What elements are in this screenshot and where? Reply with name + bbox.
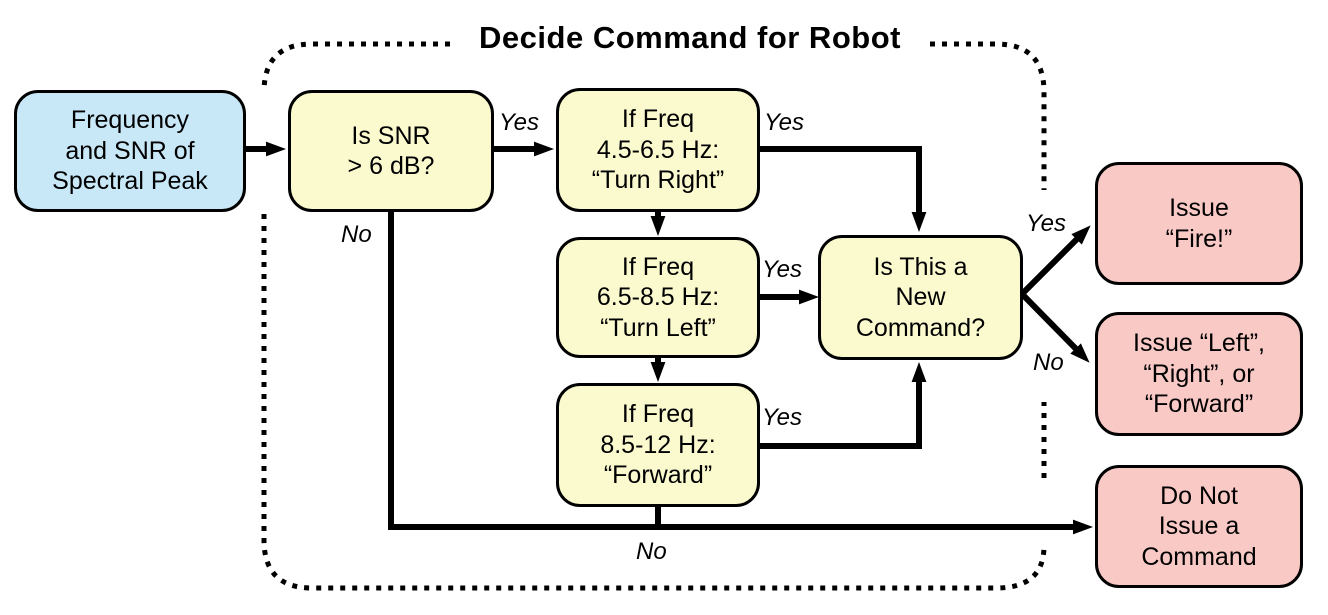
node-do-not-issue: Do Not Issue a Command	[1095, 465, 1303, 588]
dashed-border-top-left	[261, 41, 450, 93]
label-forward-yes: Yes	[762, 404, 803, 431]
node-forward: If Freq 8.5-12 Hz: “Forward”	[556, 383, 760, 507]
arrow-turn-right-yes-to-new-command	[759, 146, 927, 232]
label-bottom-no: No	[636, 538, 667, 565]
diagram-title: Decide Command for Robot	[479, 20, 901, 55]
node-snr-check: Is SNR > 6 dB?	[288, 90, 494, 212]
node-turn-right: If Freq 4.5-6.5 Hz: “Turn Right”	[556, 88, 760, 212]
arrow-new-command-no-to-direction	[1019, 291, 1090, 363]
node-turn-left: If Freq 6.5-8.5 Hz: “Turn Left”	[556, 237, 760, 358]
node-new-command: Is This a New Command?	[818, 235, 1023, 360]
arrow-snr-no-to-no-command	[388, 211, 1093, 535]
node-issue-direction: Issue “Left”, “Right”, or “Forward”	[1095, 312, 1303, 436]
label-turn-left-yes: Yes	[762, 256, 803, 283]
label-new-command-yes: Yes	[1026, 210, 1067, 237]
node-issue-fire: Issue “Fire!”	[1095, 162, 1303, 285]
arrow-new-command-yes-to-fire	[1019, 225, 1091, 297]
dashed-border-top-right	[930, 41, 1047, 190]
node-frequency-snr-input: Frequency and SNR of Spectral Peak	[14, 90, 246, 212]
arrow-forward-yes-to-new-command	[759, 362, 927, 449]
label-snr-yes: Yes	[499, 109, 540, 136]
label-snr-no: No	[341, 221, 372, 248]
label-new-command-no: No	[1033, 349, 1064, 376]
label-turn-right-yes: Yes	[764, 109, 805, 136]
